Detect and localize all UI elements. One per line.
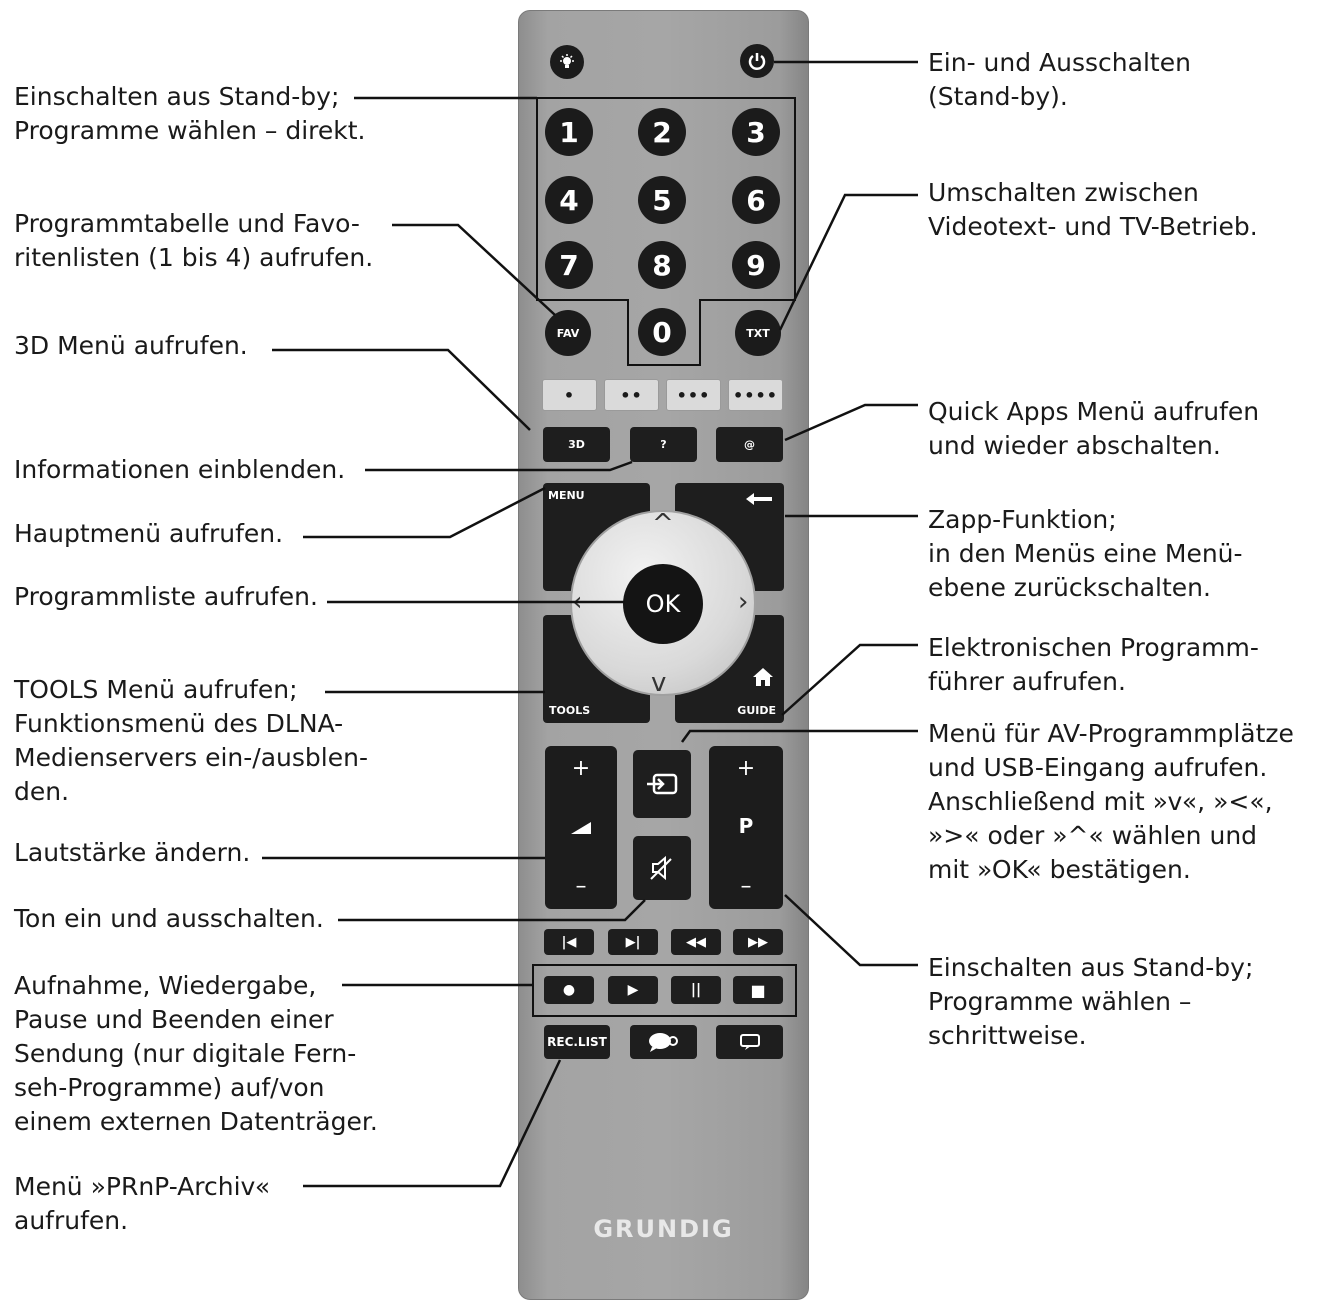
fast-forward-button[interactable]: ▶▶ xyxy=(733,929,783,955)
power-button[interactable] xyxy=(740,44,774,78)
stop-icon: ■ xyxy=(750,980,766,1000)
speech-bubble-icon xyxy=(648,1033,678,1052)
label-reclist: Menü »PRnP-Archiv« aufrufen. xyxy=(14,1172,271,1235)
digit-0-button[interactable]: 0 xyxy=(638,308,686,356)
volume-minus-label: – xyxy=(575,874,587,899)
label-standby-direct: Einschalten aus Stand-by; Programme wähl… xyxy=(14,82,366,145)
skip-back-icon: |◀ xyxy=(561,934,577,950)
rewind-icon: ◀◀ xyxy=(686,934,706,950)
yellow-button[interactable]: ••• xyxy=(666,379,721,411)
fav-button[interactable]: FAV xyxy=(545,310,591,356)
green-button[interactable]: •• xyxy=(604,379,659,411)
label-menu: Hauptmenü aufrufen. xyxy=(14,519,284,548)
digit-9-button[interactable]: 9 xyxy=(732,241,780,289)
label-tools: TOOLS Menü aufrufen; Funktionsmenü des D… xyxy=(14,675,368,806)
label-zapp: Zapp-Funktion; in den Menüs eine Menü- e… xyxy=(928,505,1243,602)
label-record: Aufnahme, Wiedergabe, Pause und Beenden … xyxy=(14,971,378,1136)
brand-logo: GRUNDIG xyxy=(593,1215,734,1243)
language-button[interactable] xyxy=(630,1025,697,1059)
digit-4-button[interactable]: 4 xyxy=(545,176,593,224)
menu-label: MENU xyxy=(548,489,585,502)
home-icon xyxy=(753,668,773,686)
volume-rocker[interactable]: + – xyxy=(545,746,617,909)
digit-8-button[interactable]: 8 xyxy=(638,241,686,289)
subtitle-button[interactable] xyxy=(716,1025,783,1059)
skip-forward-icon: ▶| xyxy=(625,934,641,950)
label-info: Informationen einblenden. xyxy=(14,455,346,484)
volume-plus-label: + xyxy=(571,756,591,781)
down-arrow-icon[interactable]: v xyxy=(651,668,667,698)
left-arrow-icon[interactable]: ‹ xyxy=(572,587,583,617)
ok-button[interactable]: OK xyxy=(623,564,703,644)
previous-button[interactable]: |◀ xyxy=(544,929,594,955)
3d-button[interactable]: 3D xyxy=(543,427,610,462)
label-quickapps: Quick Apps Menü aufrufen und wieder absc… xyxy=(928,397,1260,460)
txt-button[interactable]: TXT xyxy=(735,310,781,356)
input-source-icon xyxy=(647,773,678,795)
subtitle-icon xyxy=(739,1034,760,1050)
info-button[interactable]: ? xyxy=(630,427,697,462)
play-button[interactable]: ▶ xyxy=(608,976,658,1004)
program-minus-label: – xyxy=(740,874,752,899)
digit-5-button[interactable]: 5 xyxy=(638,176,686,224)
light-button[interactable] xyxy=(550,45,584,79)
rewind-button[interactable]: ◀◀ xyxy=(671,929,721,955)
program-rocker[interactable]: + P – xyxy=(709,746,783,909)
fast-forward-icon: ▶▶ xyxy=(748,934,768,950)
pause-button[interactable]: || xyxy=(671,976,721,1004)
pause-icon: || xyxy=(690,982,702,998)
program-plus-label: + xyxy=(736,756,756,781)
label-3d: 3D Menü aufrufen. xyxy=(14,331,248,360)
volume-icon xyxy=(571,822,591,834)
mute-icon xyxy=(650,855,672,881)
stop-button[interactable]: ■ xyxy=(733,976,783,1004)
program-p-label: P xyxy=(738,814,754,838)
digit-7-button[interactable]: 7 xyxy=(545,241,593,289)
up-arrow-icon[interactable]: ^ xyxy=(652,509,674,539)
label-program: Einschalten aus Stand-by; Programme wähl… xyxy=(928,953,1254,1050)
tools-label: TOOLS xyxy=(549,704,591,717)
right-arrow-icon[interactable]: › xyxy=(738,587,749,617)
source-button[interactable] xyxy=(633,750,691,818)
play-icon: ▶ xyxy=(627,982,639,998)
label-volume: Lautstärke ändern. xyxy=(14,838,251,867)
blue-button[interactable]: •••• xyxy=(728,379,783,411)
back-arrow-icon xyxy=(746,493,772,505)
label-mute: Ton ein und ausschalten. xyxy=(14,904,324,933)
bulb-icon xyxy=(560,54,574,68)
label-source: Menü für AV-Programmplätze und USB-Einga… xyxy=(928,719,1294,884)
record-icon: ● xyxy=(562,982,576,998)
label-fav: Programmtabelle und Favo- ritenlisten (1… xyxy=(14,209,374,272)
digit-6-button[interactable]: 6 xyxy=(732,176,780,224)
label-guide: Elektronischen Programm- führer aufrufen… xyxy=(928,633,1259,696)
label-ok: Programmliste aufrufen. xyxy=(14,582,318,611)
mute-button[interactable] xyxy=(633,836,691,900)
digit-3-button[interactable]: 3 xyxy=(732,108,780,156)
digit-1-button[interactable]: 1 xyxy=(545,108,593,156)
quick-apps-button[interactable]: @ xyxy=(716,427,783,462)
red-button[interactable]: • xyxy=(542,379,597,411)
record-button[interactable]: ● xyxy=(544,976,594,1004)
next-button[interactable]: ▶| xyxy=(608,929,658,955)
guide-label: GUIDE xyxy=(737,704,776,717)
reclist-button[interactable]: REC.LIST xyxy=(544,1025,610,1059)
label-txt: Umschalten zwischen Videotext- und TV-Be… xyxy=(928,178,1258,241)
digit-2-button[interactable]: 2 xyxy=(638,108,686,156)
label-power: Ein- und Ausschalten (Stand-by). xyxy=(928,48,1191,111)
power-icon xyxy=(748,53,766,70)
